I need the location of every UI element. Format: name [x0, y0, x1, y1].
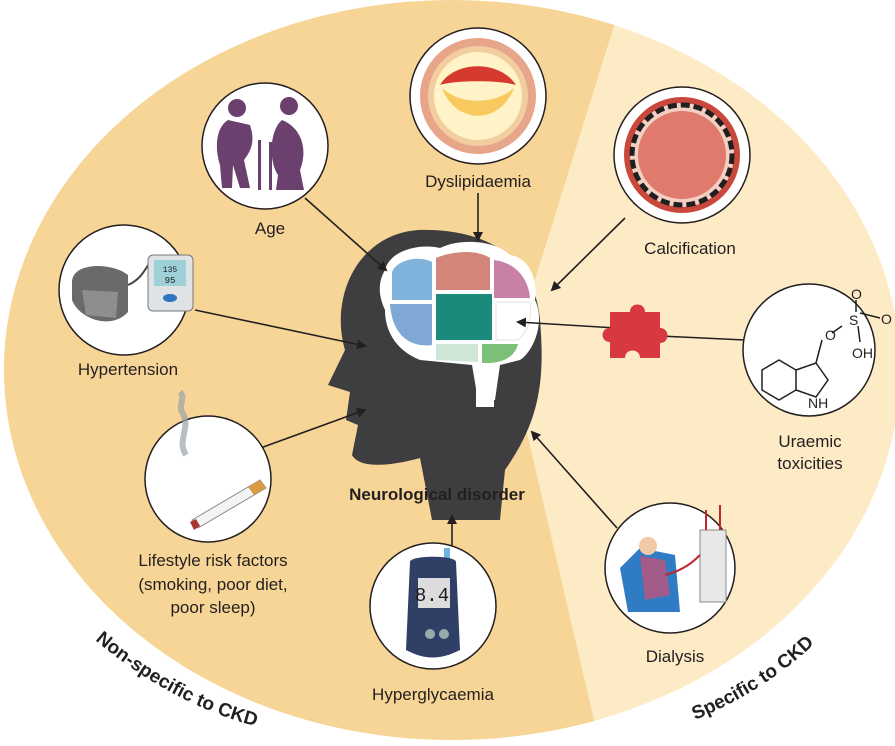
label-hyperglycaemia: Hyperglycaemia [372, 685, 494, 704]
svg-text:135: 135 [163, 266, 178, 275]
blood-pressure-monitor-icon: 135 95 [72, 254, 194, 322]
svg-text:O: O [825, 327, 836, 343]
indoxyl-sulfate-icon: O O S O OH NH [761, 286, 892, 411]
label-dialysis: Dialysis [646, 647, 705, 666]
calcified-vessel-icon [624, 97, 740, 213]
factor-labels: Age Dyslipidaemia Calcification Hyperten… [78, 172, 843, 704]
toxin-puzzle-icon [602, 304, 668, 358]
brain-puzzle-head-icon [328, 229, 542, 520]
dialysis-patient-icon [620, 505, 727, 612]
artery-plaque-icon [420, 38, 536, 154]
label-dyslipidaemia: Dyslipidaemia [425, 172, 531, 191]
label-lifestyle-line3: poor sleep) [170, 598, 255, 617]
svg-text:NH: NH [808, 395, 828, 411]
svg-text:8.4: 8.4 [415, 585, 449, 607]
cigarette-icon [177, 389, 267, 530]
label-uraemic-line2: toxicities [777, 454, 842, 473]
center-label: Neurological disorder [349, 485, 525, 504]
elderly-couple-icon [216, 97, 304, 190]
label-age: Age [255, 219, 285, 238]
svg-text:S: S [849, 312, 858, 328]
svg-text:95: 95 [165, 276, 176, 286]
arrows [194, 193, 746, 545]
label-lifestyle-line2: (smoking, poor diet, [138, 575, 287, 594]
label-hypertension: Hypertension [78, 360, 178, 379]
svg-text:OH: OH [852, 345, 873, 361]
svg-text:O: O [851, 286, 862, 302]
label-calcification: Calcification [644, 239, 736, 258]
glucose-meter-icon: 8.4 [406, 548, 460, 658]
label-lifestyle-line1: Lifestyle risk factors [138, 551, 287, 570]
svg-text:O: O [881, 311, 892, 327]
label-uraemic-line1: Uraemic [778, 432, 842, 451]
